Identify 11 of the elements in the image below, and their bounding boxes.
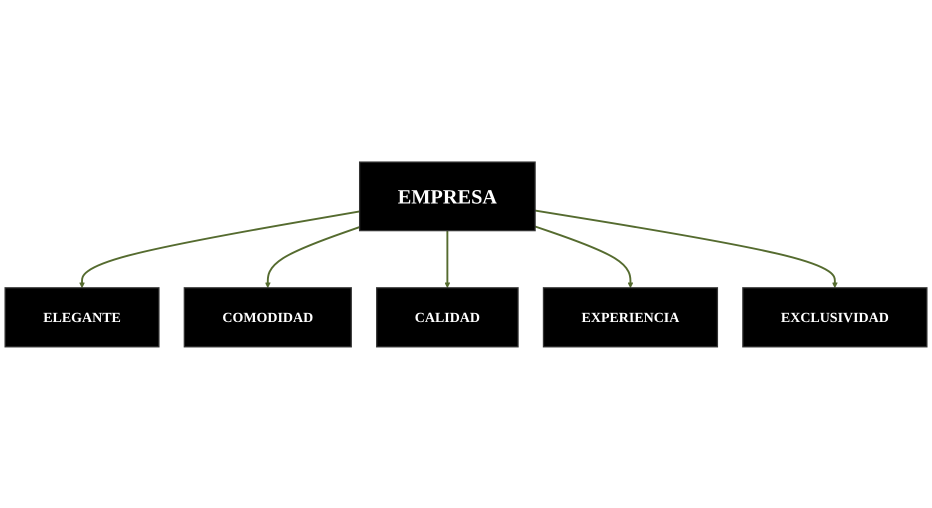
- node-box: EMPRESA: [358, 161, 536, 231]
- arrow: [534, 225, 634, 288]
- node-box: EXCLUSIVIDAD: [742, 286, 928, 347]
- arrow: [79, 210, 360, 288]
- arrow: [534, 209, 838, 288]
- node-box: ELEGANTE: [4, 286, 160, 347]
- node-box: CALIDAD: [376, 286, 519, 347]
- node-box: EXPERIENCIA: [542, 286, 718, 347]
- arrow: [265, 226, 360, 288]
- arrow: [444, 230, 450, 288]
- node-box: COMODIDAD: [184, 286, 352, 347]
